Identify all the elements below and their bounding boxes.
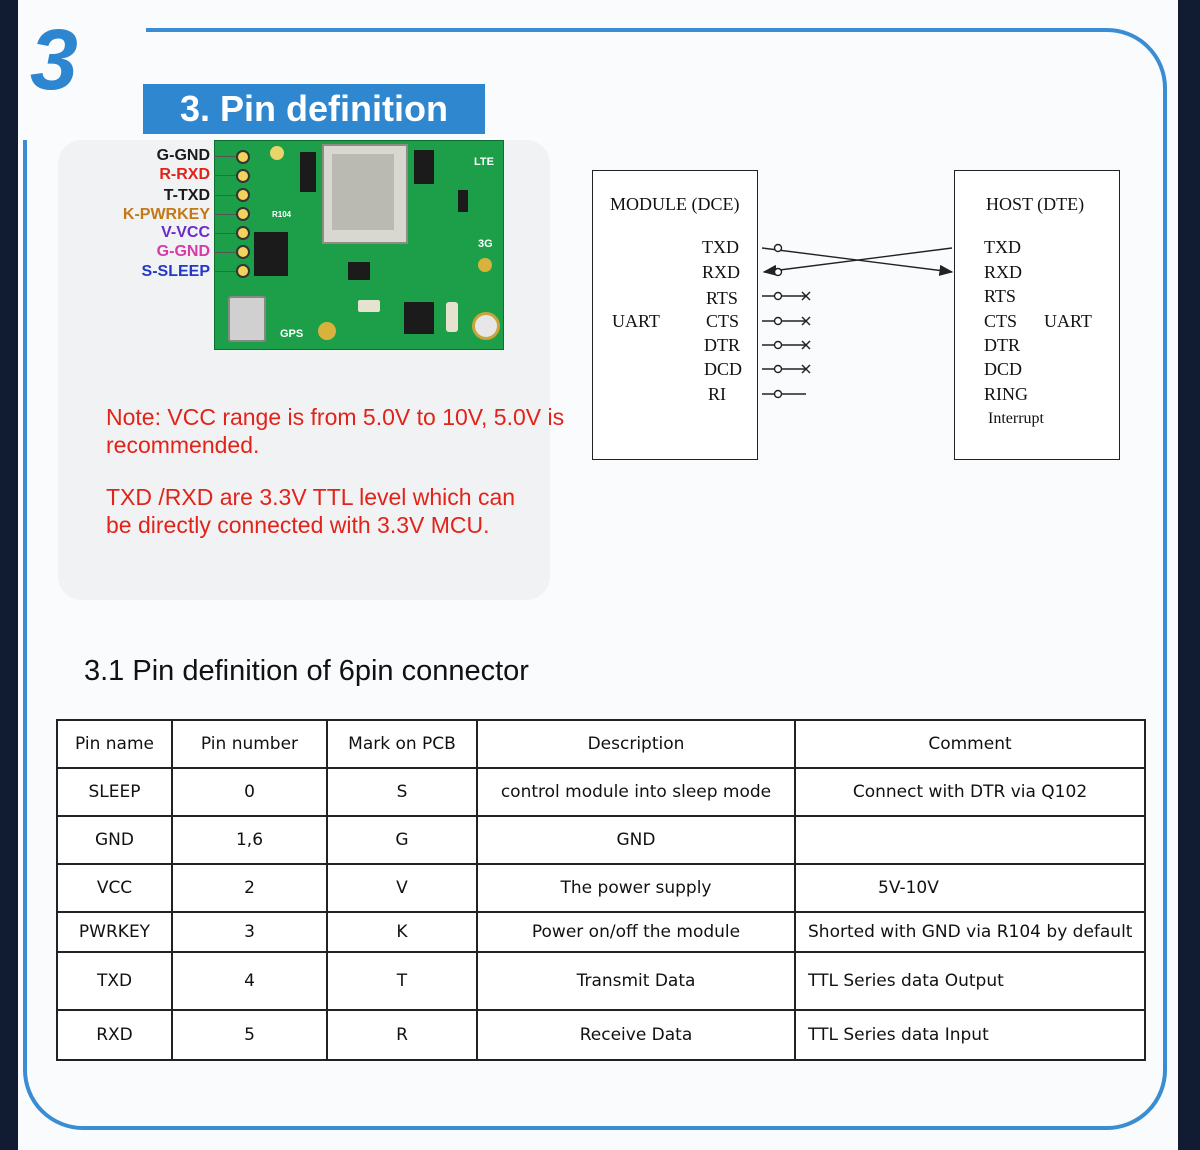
table-header-row: Pin name Pin number Mark on PCB Descript… xyxy=(56,719,1146,769)
pin-hole xyxy=(236,188,250,202)
cell-pin-name: PWRKEY xyxy=(56,911,173,953)
cell-description: The power supply xyxy=(476,863,796,913)
usb-port xyxy=(228,296,266,342)
pin-label-t-txd: T-TXD xyxy=(163,187,210,204)
pin-label-s-sleep: S-SLEEP xyxy=(141,263,210,280)
module-pin-rts: RTS xyxy=(706,288,738,308)
cell-pin-name: GND xyxy=(56,815,173,865)
gps-mark: GPS xyxy=(280,328,304,340)
pin-label-k-pwrkey: K-PWRKEY xyxy=(122,206,210,223)
module-pin-txd: TXD xyxy=(702,237,739,257)
cell-comment: 5V-10V xyxy=(794,863,1146,913)
host-uart-label: UART xyxy=(1044,311,1092,331)
header-description: Description xyxy=(476,719,796,769)
cell-pin-name: TXD xyxy=(56,951,173,1011)
host-pin-dcd: DCD xyxy=(984,359,1023,379)
header-pin-name: Pin name xyxy=(56,719,173,769)
pin-label-v-vcc: V-VCC xyxy=(161,224,210,241)
cell-comment: Connect with DTR via Q102 xyxy=(794,767,1146,817)
cell-mark: G xyxy=(326,815,478,865)
cell-comment: Shorted with GND via R104 by default xyxy=(794,911,1146,953)
pin-definition-table: Pin name Pin number Mark on PCB Descript… xyxy=(56,719,1146,1061)
host-dte-box xyxy=(954,170,1120,460)
host-pin-interrupt: Interrupt xyxy=(988,410,1044,427)
module-dce-box xyxy=(592,170,758,460)
table-row: PWRKEY 3 K Power on/off the module Short… xyxy=(56,911,1146,953)
cell-pin-name: RXD xyxy=(56,1009,173,1061)
host-pin-rts: RTS xyxy=(984,286,1016,306)
module-title: MODULE (DCE) xyxy=(610,194,740,214)
pin-hole xyxy=(236,245,250,259)
3g-mark: 3G xyxy=(478,238,493,250)
host-pin-rxd: RXD xyxy=(984,262,1023,282)
cell-comment xyxy=(794,815,1146,865)
cell-description: GND xyxy=(476,815,796,865)
antenna-pad xyxy=(472,312,500,340)
header-mark-on-pcb: Mark on PCB xyxy=(326,719,478,769)
subsection-title: 3.1 Pin definition of 6pin connector xyxy=(84,655,529,687)
cell-description: Receive Data xyxy=(476,1009,796,1061)
host-pin-cts: CTS xyxy=(984,311,1018,331)
cell-description: Transmit Data xyxy=(476,951,796,1011)
blue-frame xyxy=(23,28,1167,1130)
cell-mark: S xyxy=(326,767,478,817)
host-title: HOST (DTE) xyxy=(986,194,1085,214)
host-pin-dtr: DTR xyxy=(984,335,1020,355)
cell-pin-number: 1,6 xyxy=(171,815,328,865)
section-title: 3. Pin definition xyxy=(143,84,485,134)
r104-mark: R104 xyxy=(272,210,292,219)
pin-label-g-gnd-2: G-GND xyxy=(156,243,210,260)
pin-hole xyxy=(236,264,250,278)
table-row: SLEEP 0 S control module into sleep mode… xyxy=(56,767,1146,817)
module-uart-label: UART xyxy=(612,311,660,331)
table-row: GND 1,6 G GND xyxy=(56,815,1146,865)
cell-mark: V xyxy=(326,863,478,913)
cell-pin-number: 4 xyxy=(171,951,328,1011)
pin-hole xyxy=(236,150,250,164)
cell-pin-name: SLEEP xyxy=(56,767,173,817)
pin-hole xyxy=(236,207,250,221)
pin-hole xyxy=(236,226,250,240)
table-row: VCC 2 V The power supply 5V-10V xyxy=(56,863,1146,913)
cell-description: control module into sleep mode xyxy=(476,767,796,817)
lte-mark: LTE xyxy=(474,156,494,168)
uart-wiring xyxy=(761,243,954,399)
cell-pin-number: 5 xyxy=(171,1009,328,1061)
cell-pin-number: 3 xyxy=(171,911,328,953)
cell-description: Power on/off the module xyxy=(476,911,796,953)
cell-mark: T xyxy=(326,951,478,1011)
cell-comment: TTL Series data Output xyxy=(794,951,1146,1011)
module-pin-cts: CTS xyxy=(706,311,740,331)
ttl-note: TXD /RXD are 3.3V TTL level which can be… xyxy=(106,484,516,538)
cell-comment: TTL Series data Input xyxy=(794,1009,1146,1061)
table-row: TXD 4 T Transmit Data TTL Series data Ou… xyxy=(56,951,1146,1011)
pin-label-g-gnd: G-GND xyxy=(156,147,210,164)
cell-mark: R xyxy=(326,1009,478,1061)
module-pin-dcd: DCD xyxy=(704,359,743,379)
rxd-to-txd-line xyxy=(762,247,953,276)
host-pin-ring: RING xyxy=(984,384,1028,404)
pin-hole xyxy=(236,169,250,183)
header-pin-number: Pin number xyxy=(171,719,328,769)
module-pin-ri: RI xyxy=(708,384,726,404)
header-comment: Comment xyxy=(794,719,1146,769)
host-pin-txd: TXD xyxy=(984,237,1021,257)
module-pin-dtr: DTR xyxy=(704,335,740,355)
section-number: 3 xyxy=(30,12,78,108)
module-pin-rxd: RXD xyxy=(702,262,741,282)
vcc-note: Note: VCC range is from 5.0V to 10V, 5.0… xyxy=(106,404,565,458)
cell-pin-number: 2 xyxy=(171,863,328,913)
cell-pin-name: VCC xyxy=(56,863,173,913)
table-row: RXD 5 R Receive Data TTL Series data Inp… xyxy=(56,1009,1146,1061)
cell-mark: K xyxy=(326,911,478,953)
pin-label-r-rxd: R-RXD xyxy=(159,166,210,183)
cell-pin-number: 0 xyxy=(171,767,328,817)
